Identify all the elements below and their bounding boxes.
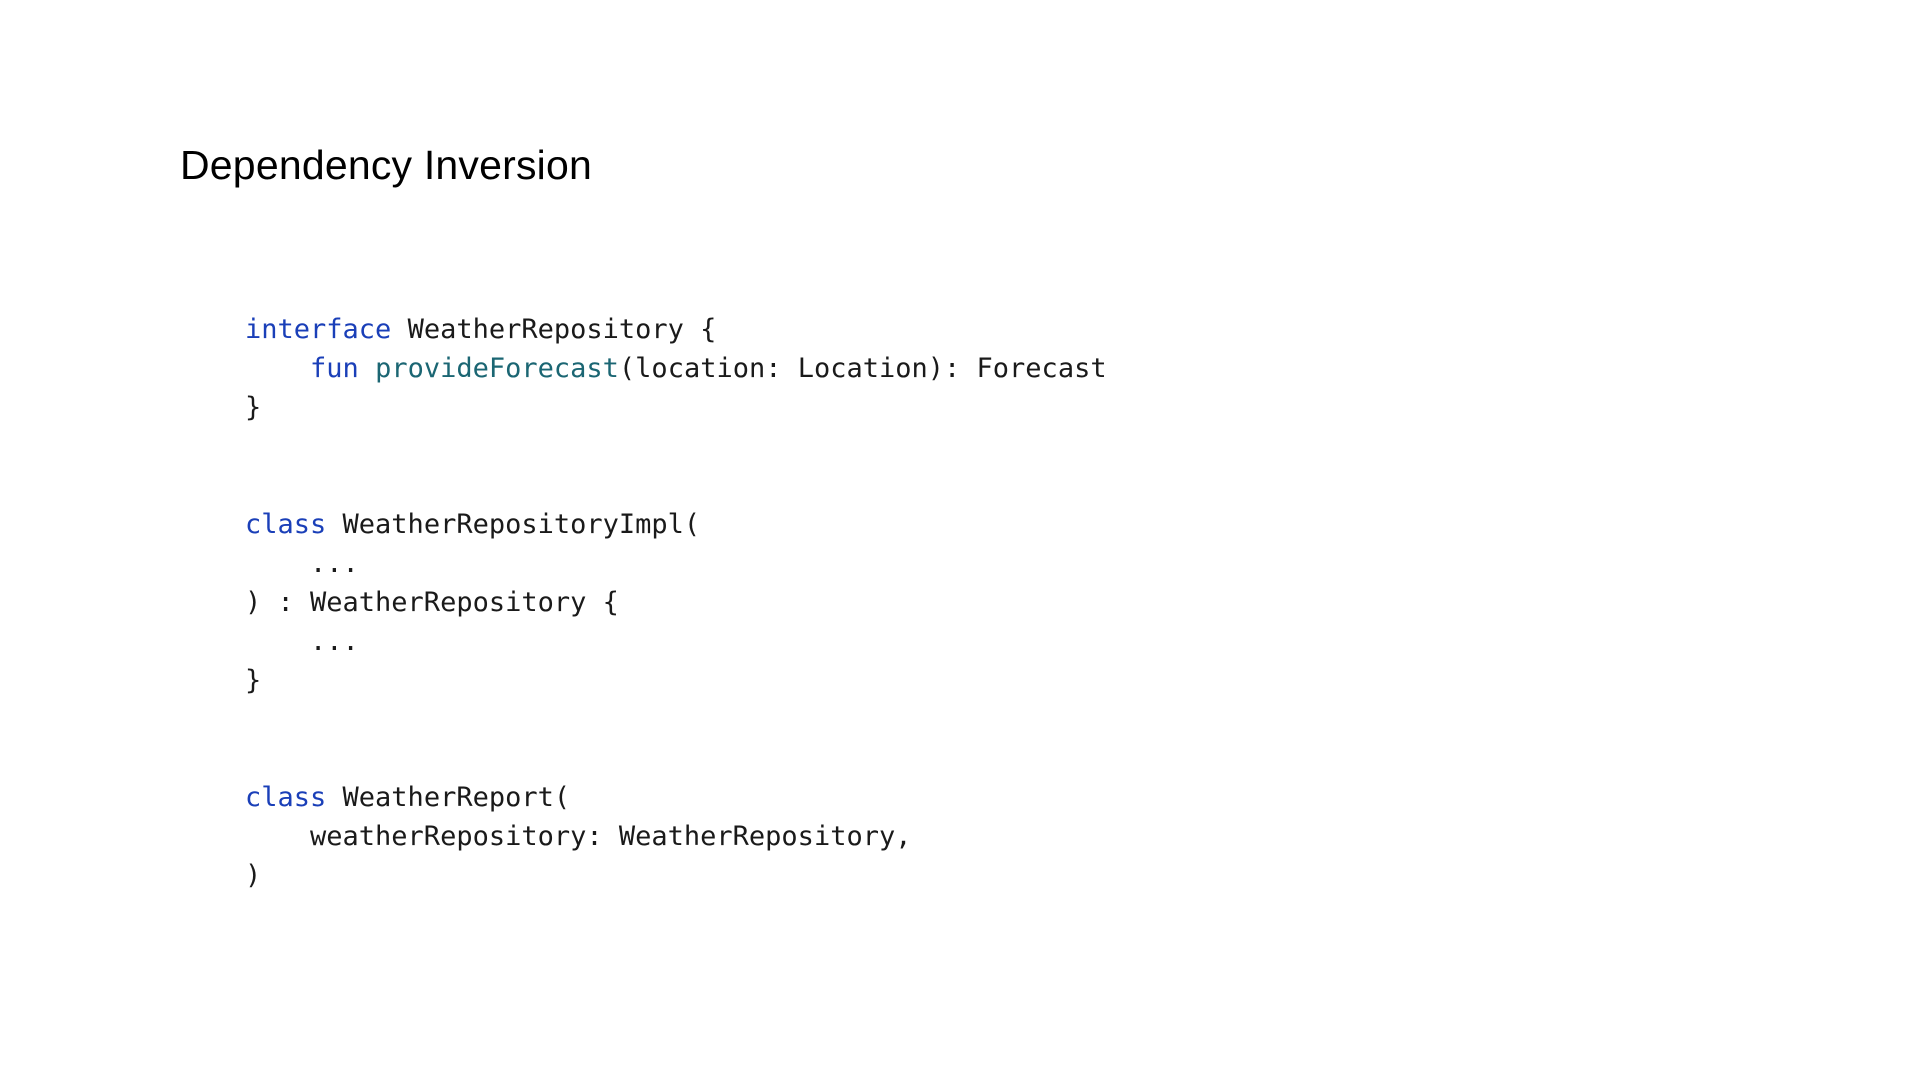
- code-line: ): [245, 856, 1107, 895]
- code-line: ...: [245, 544, 1107, 583]
- page-title: Dependency Inversion: [180, 142, 592, 188]
- code-line: class WeatherRepositoryImpl(: [245, 505, 1107, 544]
- code-token-plain: ...: [245, 626, 359, 657]
- code-line: weatherRepository: WeatherRepository,: [245, 817, 1107, 856]
- code-line: ...: [245, 622, 1107, 661]
- code-line: }: [245, 388, 1107, 427]
- code-token-keyword: class: [245, 509, 327, 540]
- code-line: fun provideForecast(location: Location):…: [245, 349, 1107, 388]
- code-line: interface WeatherRepository {: [245, 310, 1107, 349]
- code-token-keyword: class: [245, 782, 327, 813]
- code-line: class WeatherReport(: [245, 778, 1107, 817]
- code-token-plain: weatherRepository: WeatherRepository,: [245, 821, 912, 852]
- code-token-plain: WeatherRepository {: [391, 314, 717, 345]
- code-block-interface-weather-repository: interface WeatherRepository { fun provid…: [245, 310, 1107, 427]
- code-token-keyword: interface: [245, 314, 392, 345]
- code-token-plain: }: [245, 392, 262, 423]
- code-blank-line: [245, 427, 1107, 466]
- code-token-function: provideForecast: [375, 353, 619, 384]
- code-token-plain: ...: [245, 548, 359, 579]
- code-block-container: interface WeatherRepository { fun provid…: [245, 310, 1107, 895]
- code-token-keyword: fun: [310, 353, 359, 384]
- code-token-plain: WeatherReport(: [326, 782, 571, 813]
- code-token-plain: }: [245, 665, 262, 696]
- code-token-plain: ) : WeatherRepository {: [245, 587, 619, 618]
- code-token-plain: ): [245, 860, 262, 891]
- code-line: ) : WeatherRepository {: [245, 583, 1107, 622]
- code-token-plain: [359, 353, 375, 384]
- code-block-class-weather-repository-impl: class WeatherRepositoryImpl( ... ) : Weat…: [245, 505, 1107, 700]
- code-token-plain: WeatherRepositoryImpl(: [326, 509, 701, 540]
- code-block-class-weather-report: class WeatherReport( weatherRepository: …: [245, 778, 1107, 895]
- code-blank-line: [245, 700, 1107, 739]
- code-token-plain: (location: Location): Forecast: [618, 353, 1107, 384]
- code-blank-line: [245, 739, 1107, 778]
- code-token-plain: [245, 353, 310, 384]
- code-blank-line: [245, 466, 1107, 505]
- code-line: }: [245, 661, 1107, 700]
